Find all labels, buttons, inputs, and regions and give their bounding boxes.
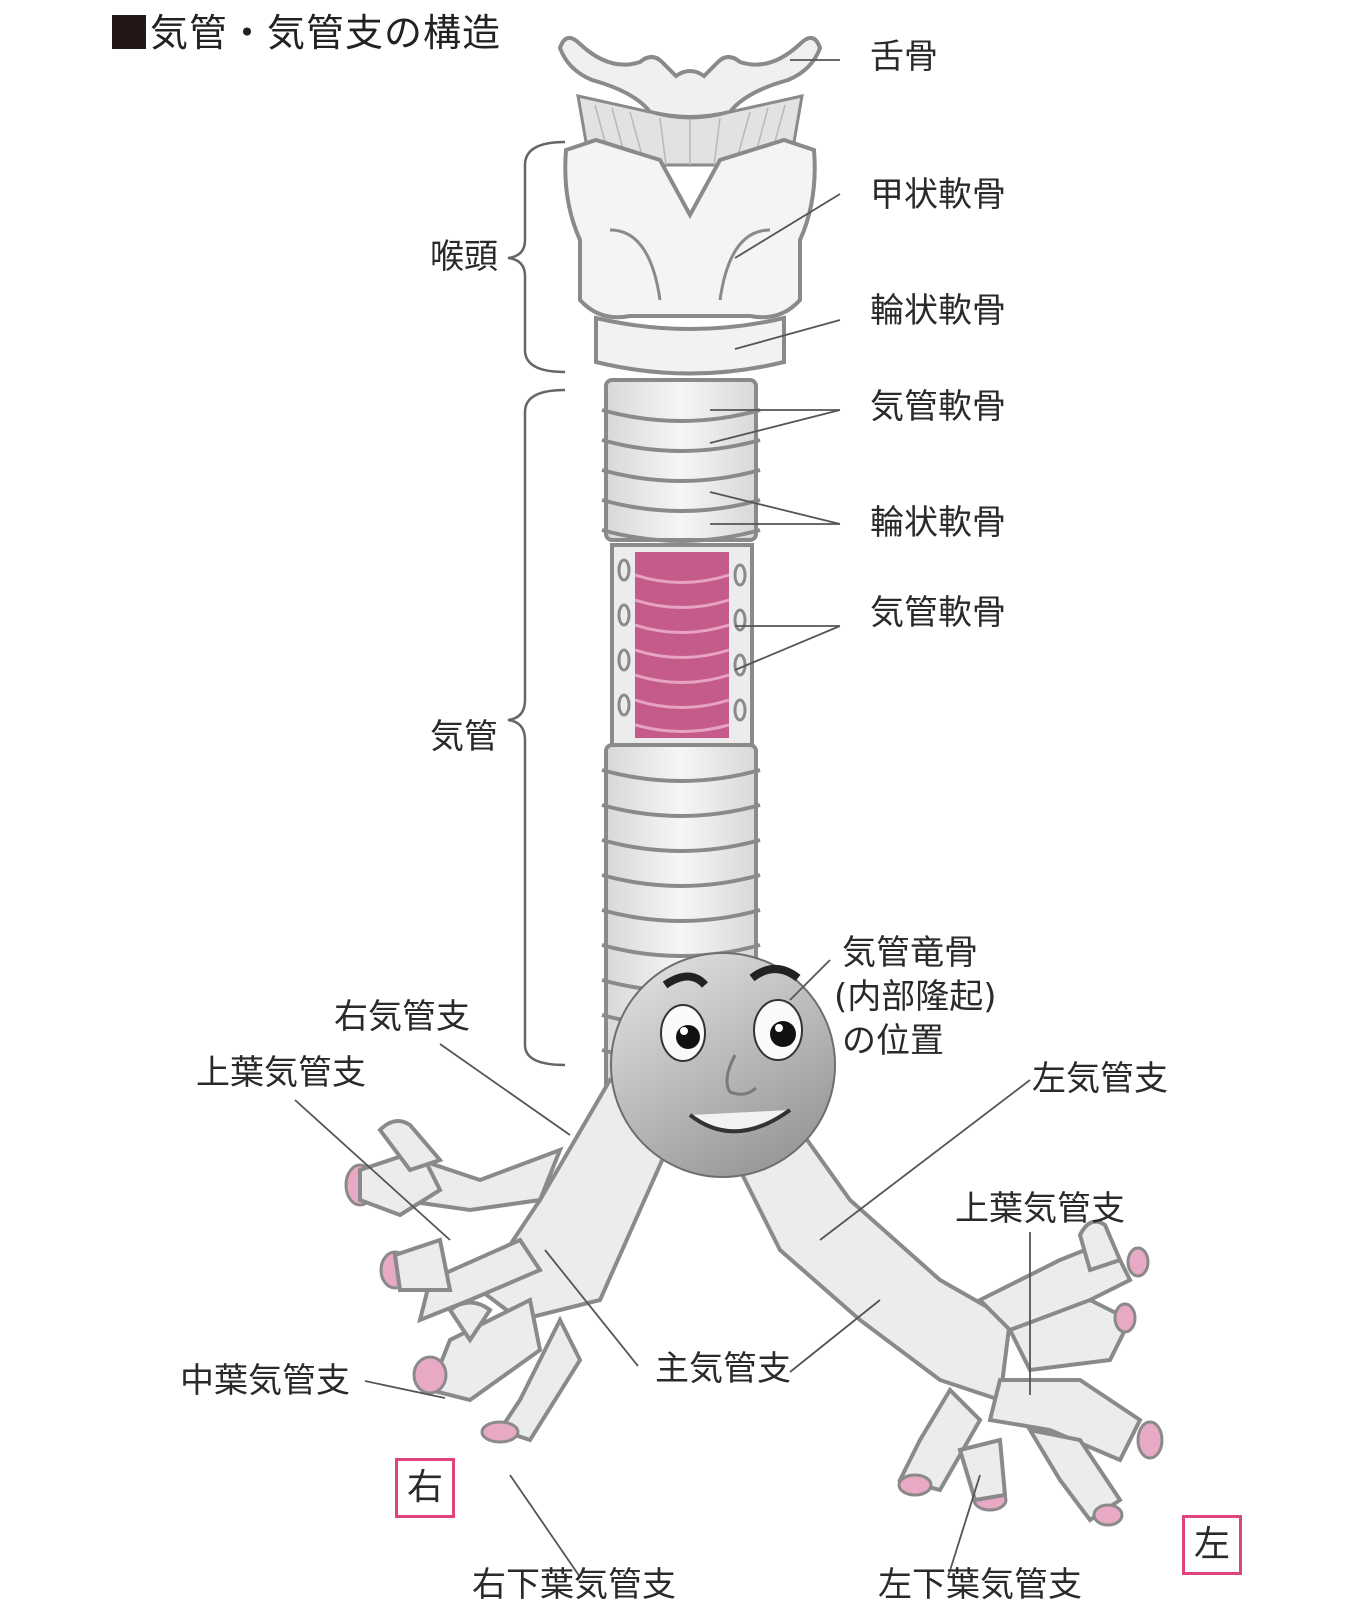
right-bronchus-outer-branches — [358, 1119, 493, 1344]
label-carina-line3: の位置 — [842, 1021, 944, 1061]
side-label-left: 左 — [1182, 1515, 1242, 1575]
label-larynx: 喉頭 — [430, 237, 498, 277]
label-carina-line1: 気管竜骨 — [842, 933, 978, 973]
page-title: 気管・気管支の構造 — [112, 2, 501, 57]
label-right-bronchus: 右気管支 — [334, 997, 470, 1037]
right-bronchus-tree — [396, 1077, 683, 1443]
face-overlay — [610, 952, 836, 1178]
left-bronchus-tree — [727, 1127, 1143, 1523]
tracheal-rings-upper — [601, 378, 761, 543]
left-bronchus-outer-branches — [957, 1219, 1123, 1503]
label-thyroid-cartilage: 甲状軟骨 — [870, 175, 1006, 215]
label-annular-cartilage: 輪状軟骨 — [870, 503, 1006, 543]
label-left-bronchus: 左気管支 — [1032, 1059, 1168, 1099]
thyroid-cartilage — [563, 137, 817, 320]
label-tracheal-cartilage-1: 気管軟骨 — [870, 387, 1006, 427]
label-trachea: 気管 — [430, 717, 498, 757]
label-tracheal-cartilage-2: 気管軟骨 — [870, 593, 1006, 633]
label-middle-lobe: 中葉気管支 — [180, 1361, 350, 1401]
label-main-bronchus: 主気管支 — [655, 1349, 791, 1389]
title-text: 気管・気管支の構造 — [150, 11, 502, 55]
cricoid-cartilage — [594, 315, 786, 376]
label-cricoid-cartilage-top: 輪状軟骨 — [870, 291, 1006, 331]
label-left-lower-lobe: 左下葉気管支 — [878, 1565, 1082, 1605]
label-right-upper-lobe: 上葉気管支 — [196, 1053, 366, 1093]
title-square-icon — [112, 15, 146, 49]
side-label-right: 右 — [395, 1458, 455, 1518]
label-right-lower-lobe: 右下葉気管支 — [472, 1565, 676, 1605]
tracheal-cutaway — [610, 543, 754, 747]
label-left-upper-lobe: 上葉気管支 — [955, 1189, 1125, 1229]
label-carina-line2: (内部隆起) — [834, 977, 997, 1017]
leader-lines — [294, 59, 1031, 1578]
larynx-bracket — [507, 140, 566, 374]
label-hyoid: 舌骨 — [870, 37, 938, 77]
trachea-bracket — [507, 388, 566, 1067]
